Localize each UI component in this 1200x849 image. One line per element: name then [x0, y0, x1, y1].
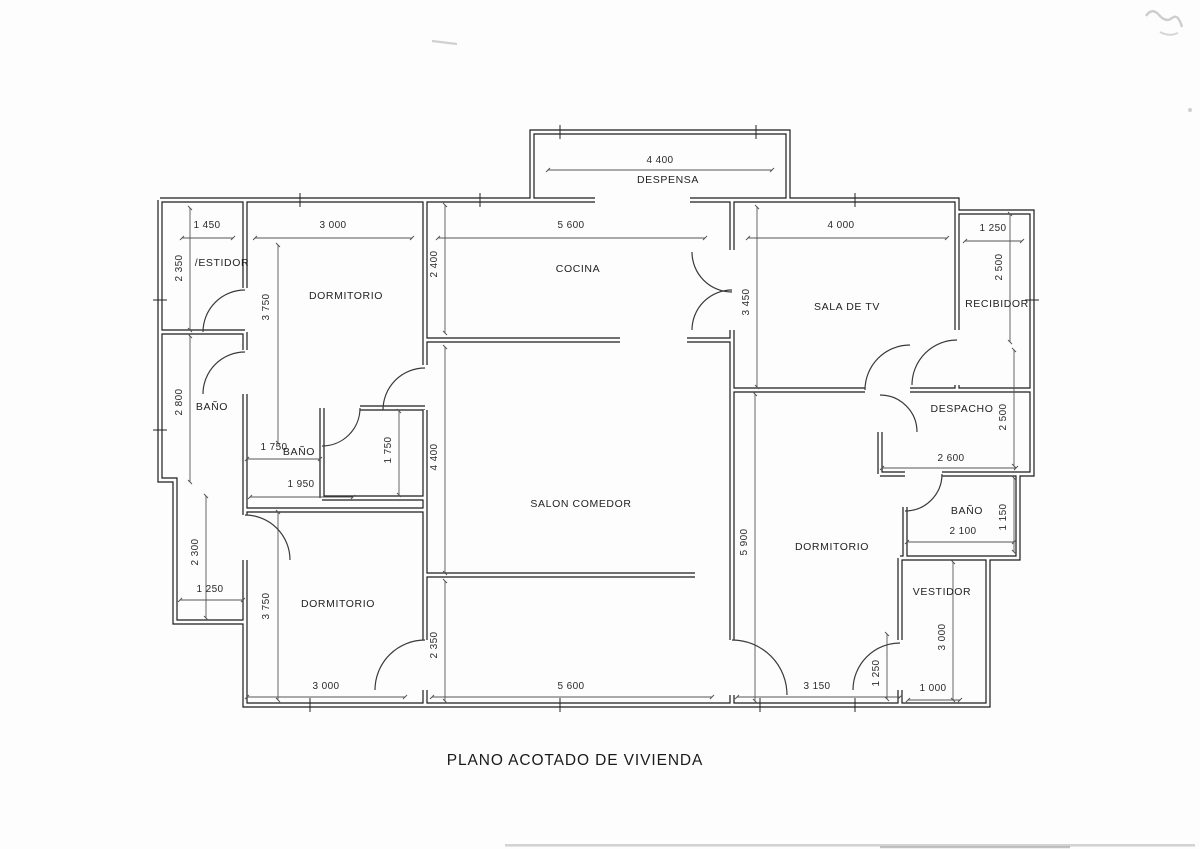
dim-dormitorio-right-height: 5 900: [739, 528, 750, 555]
scan-artifacts: [431, 10, 1195, 849]
dim-top-left-width: 1 450: [193, 220, 220, 231]
dim-despacho-width: 2 600: [937, 453, 964, 464]
room-label-despacho: DESPACHO: [931, 403, 994, 415]
dim-sala-tv-height: 3 450: [741, 288, 752, 315]
dim-vestidor-bottom-width: 1 000: [919, 683, 946, 694]
dim-salon-width: 5 600: [557, 681, 584, 692]
dim-alcove-height: 2 300: [190, 538, 201, 565]
dim-porch-height: 2 350: [429, 631, 440, 658]
dim-bano-center-height: 1 750: [383, 436, 394, 463]
dim-cocina-height: 2 400: [429, 250, 440, 277]
dim-recibidor-width: 1 250: [979, 223, 1006, 234]
room-label-dormitorio-bottom-left: DORMITORIO: [301, 598, 375, 610]
door-arcs: [202, 251, 958, 696]
dim-alcove-width: 1 250: [196, 584, 223, 595]
window-ticks: [153, 125, 1039, 712]
scan-speck: [1188, 108, 1192, 112]
room-label-vestidor-top: /ESTIDOR: [195, 257, 249, 269]
dim-dormitorio-bl-width: 3 000: [312, 681, 339, 692]
dim-dormitorio-tl-width: 3 000: [319, 220, 346, 231]
room-label-vestidor-bottom: VESTIDOR: [913, 586, 971, 598]
dimension-labels-vertical: 2 350 2 800 2 300 3 750 3 750 2 400 4 40…: [174, 250, 1009, 686]
dim-despacho-height: 2 500: [998, 403, 1009, 430]
dim-salon-height: 4 400: [429, 443, 440, 470]
room-label-despensa: DESPENSA: [637, 174, 699, 186]
dim-despensa-width: 4 400: [646, 155, 673, 166]
dim-vestidor-top-height: 2 350: [174, 254, 185, 281]
scan-streak: [505, 844, 1195, 847]
page-title: PLANO ACOTADO DE VIVIENDA: [447, 752, 704, 769]
dim-vestidor-bottom-entry: 1 250: [871, 659, 882, 686]
dimension-lines: [177, 167, 1025, 704]
dim-recibidor-height: 2 500: [994, 253, 1005, 280]
dim-cocina-width: 5 600: [557, 220, 584, 231]
room-label-bano-left: BAÑO: [196, 400, 228, 413]
room-label-dormitorio-right: DORMITORIO: [795, 541, 869, 553]
room-label-cocina: COCINA: [556, 263, 600, 275]
dim-bano-right-height: 1 150: [998, 503, 1009, 530]
room-label-dormitorio-top-left: DORMITORIO: [309, 290, 383, 302]
room-label-recibidor: RECIBIDOR: [965, 298, 1029, 310]
dimension-labels-horizontal: 4 400 1 450 3 000 5 600 4 000 1 250 1 75…: [193, 155, 1006, 694]
dim-bano-center-width: 1 950: [287, 479, 314, 490]
room-label-bano-center: BAÑO: [283, 445, 315, 458]
dim-dormitorio-tl-height: 3 750: [261, 293, 272, 320]
room-label-salon-comedor: SALON COMEDOR: [530, 498, 631, 510]
dim-bano-right-width: 2 100: [949, 526, 976, 537]
scan-streak-dark: [880, 846, 1070, 849]
dim-bano-left-height: 2 800: [174, 388, 185, 415]
walls: [157, 129, 1035, 708]
room-label-bano-right: BAÑO: [951, 504, 983, 517]
dim-vestidor-bottom-height: 3 000: [937, 623, 948, 650]
room-label-sala-de-tv: SALA DE TV: [814, 301, 880, 313]
room-labels: DESPENSA /ESTIDOR DORMITORIO COCINA SALA…: [195, 174, 1029, 610]
dim-dormitorio-right-width: 3 150: [803, 681, 830, 692]
dim-sala-tv-width: 4 000: [827, 220, 854, 231]
dim-corridor-width: 1 750: [260, 442, 287, 453]
dim-dormitorio-bl-height: 3 750: [261, 592, 272, 619]
